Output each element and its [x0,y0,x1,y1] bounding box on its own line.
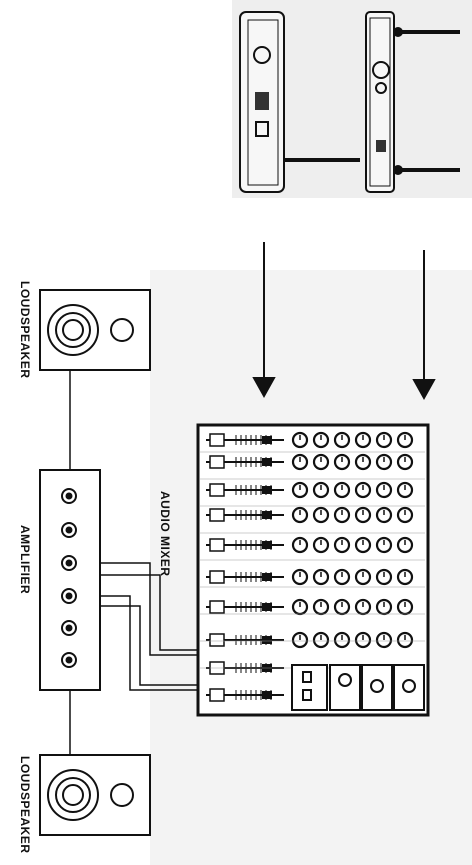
channel-fader-cap [262,486,272,494]
channel-fader-knob [209,600,225,614]
channel-fader-knob [209,483,225,497]
channel-fader-cap [262,511,272,519]
channel-fader-knob [209,538,225,552]
channel-fader-cap [262,603,272,611]
channel-fader-cap [262,436,272,444]
wireless-receiver-side [239,11,360,193]
amp-to-mixer-cables [100,562,198,691]
amplifier-jacks [61,488,77,668]
loudspeaker-top-label: LOUDSPEAKER [18,281,32,379]
channel-fader-knob [209,633,225,647]
channel-fader-cap [262,691,272,699]
mixer-master-section [291,664,425,711]
mixer-channels [200,431,425,702]
channel-fader-cap [262,541,272,549]
audio-mixer-label: AUDIO MIXER [158,491,172,577]
channel-fader-knob [209,570,225,584]
channel-fader-knob [209,688,225,702]
amplifier [39,469,101,691]
wireless-receiver-front [365,11,460,193]
channel-fader-cap [262,458,272,466]
loudspeaker-top [39,289,151,371]
channel-fader-knob [209,455,225,469]
channel-fader-cap [262,573,272,581]
channel-fader-knob [209,508,225,522]
loudspeaker-bottom [39,754,151,836]
amplifier-label: AMPLIFIER [18,525,32,595]
audio-mixer [196,423,430,717]
channel-fader-knob [209,433,225,447]
signal-arrows [252,242,436,401]
channel-fader-cap [262,636,272,644]
loudspeaker-bottom-label: LOUDSPEAKER [18,756,32,854]
